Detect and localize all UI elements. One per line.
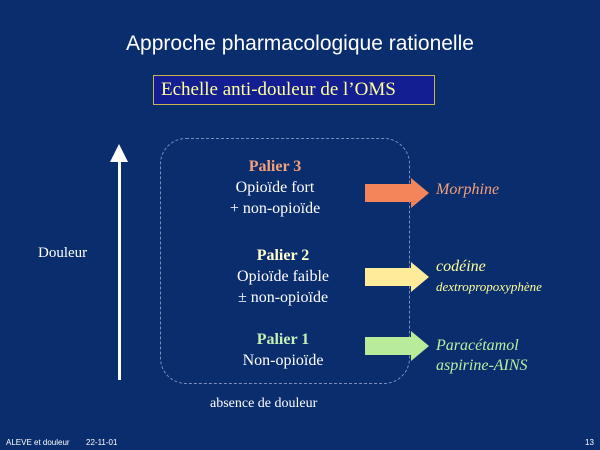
- level-2-arrow-icon: [365, 262, 429, 292]
- level-1-arrow-icon: [365, 331, 429, 361]
- drug-aspirine-ains: aspirine-AINS: [436, 357, 528, 374]
- subtitle-box: Echelle anti-douleur de l’OMS: [153, 75, 435, 105]
- drug-paracetamol: Paracétamol: [436, 337, 519, 354]
- pain-axis-line: [118, 160, 121, 380]
- drug-dextropropoxyphene: dextropropoxyphène: [436, 279, 542, 294]
- footer-date: 22-11-01: [86, 438, 118, 447]
- level-2-drugs: codéine dextropropoxyphène: [436, 257, 542, 297]
- level-3: Palier 3 Opioïde fort + non-opioïde: [175, 156, 375, 219]
- level-1-drugs: Paracétamol aspirine-AINS: [436, 336, 528, 376]
- level-2-line2: ± non-opioïde: [237, 289, 329, 306]
- level-2-title: Palier 2: [256, 247, 310, 264]
- levels-frame: [160, 138, 410, 384]
- level-3-line2: + non-opioïde: [229, 200, 321, 217]
- slide-title: Approche pharmacologique rationelle: [126, 32, 474, 55]
- pain-axis-label: Douleur: [38, 245, 88, 261]
- level-2-line1: Opioïde faible: [237, 268, 329, 285]
- level-3-drugs: Morphine: [436, 180, 499, 200]
- level-1-title: Palier 1: [256, 331, 310, 348]
- footer-page-number: 13: [585, 438, 594, 447]
- level-2: Palier 2 Opioïde faible ± non-opioïde: [183, 245, 383, 308]
- level-1-line1: Non-opioïde: [242, 352, 324, 369]
- footer-title: ALEVE et douleur: [6, 438, 70, 447]
- no-pain-label: absence de douleur: [210, 396, 318, 411]
- level-3-line1: Opioïde fort: [235, 179, 315, 196]
- pain-axis-arrowhead-icon: [110, 144, 128, 162]
- level-1: Palier 1 Non-opioïde: [183, 329, 383, 371]
- drug-morphine: Morphine: [436, 181, 500, 198]
- level-3-arrow-icon: [365, 178, 429, 208]
- level-3-title: Palier 3: [248, 158, 302, 175]
- drug-codeine: codéine: [436, 258, 486, 275]
